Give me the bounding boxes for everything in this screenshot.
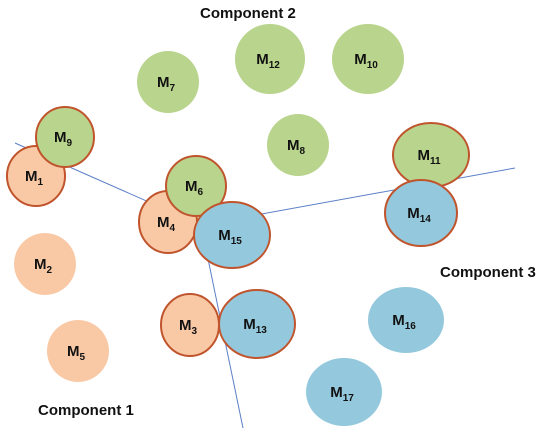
- node-m3: M3: [160, 293, 220, 357]
- node-label: M6: [185, 178, 204, 198]
- node-label: M10: [354, 51, 378, 71]
- node-m5: M5: [47, 320, 109, 382]
- node-circle: [193, 201, 271, 269]
- node-circle: [392, 122, 470, 188]
- node-label: M1: [25, 168, 44, 188]
- node-label: M12: [256, 51, 280, 71]
- node-label: M7: [157, 74, 176, 94]
- node-circle: [332, 24, 404, 94]
- node-label: M14: [407, 205, 431, 225]
- node-circle: [47, 320, 109, 382]
- node-m17: M17: [306, 358, 382, 426]
- node-m10: M10: [332, 24, 404, 94]
- node-label: M5: [67, 343, 86, 363]
- node-label: M15: [218, 227, 242, 247]
- node-label: M4: [157, 214, 176, 234]
- component-label-c1: Component 1: [38, 402, 134, 419]
- node-label: M17: [330, 384, 354, 404]
- component-label-c2: Component 2: [200, 5, 296, 22]
- node-circle: [137, 51, 199, 113]
- node-circle: [306, 358, 382, 426]
- node-circle: [35, 106, 95, 168]
- node-m2: M2: [14, 233, 76, 295]
- node-m16: M16: [368, 287, 444, 353]
- node-label: M3: [179, 317, 198, 337]
- node-m11: M11: [392, 122, 470, 188]
- node-label: M8: [287, 137, 306, 157]
- component-label-c3: Component 3: [440, 264, 536, 281]
- node-label: M11: [417, 147, 441, 167]
- node-m8: M8: [267, 114, 329, 176]
- node-circle: [165, 155, 227, 217]
- node-m13: M13: [218, 289, 296, 359]
- node-circle: [235, 24, 305, 94]
- node-circle: [267, 114, 329, 176]
- node-label: M9: [54, 129, 73, 149]
- node-label: M2: [34, 256, 53, 276]
- node-m6: M6: [165, 155, 227, 217]
- node-m9: M9: [35, 106, 95, 168]
- node-label: M16: [392, 312, 416, 332]
- node-m7: M7: [137, 51, 199, 113]
- node-m15: M15: [193, 201, 271, 269]
- node-circle: [218, 289, 296, 359]
- node-m14: M14: [384, 179, 458, 247]
- node-label: M13: [243, 316, 267, 336]
- node-circle: [384, 179, 458, 247]
- node-m12: M12: [235, 24, 305, 94]
- node-circle: [14, 233, 76, 295]
- node-circle: [368, 287, 444, 353]
- component-labels: Component 1 Component 2 Component 3: [38, 5, 536, 419]
